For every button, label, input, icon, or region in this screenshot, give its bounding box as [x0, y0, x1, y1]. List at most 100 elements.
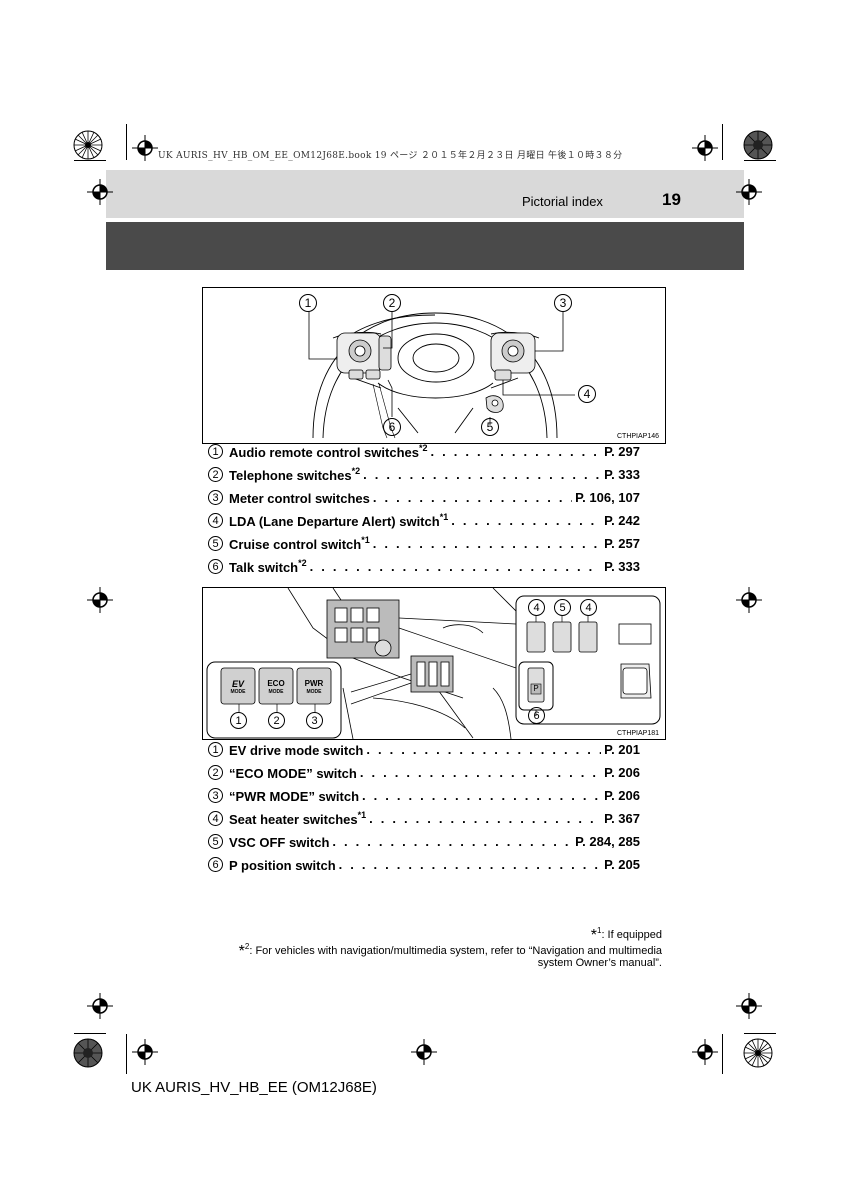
page-reference: P. 206 [604, 765, 640, 780]
dot-leader [362, 788, 601, 803]
print-header: UK AURIS_HV_HB_OM_EE_OM12J68E.book 19 ペー… [158, 151, 623, 161]
callout-6: 6 [528, 707, 545, 724]
registration-mark-icon [736, 587, 762, 613]
crop-line [744, 160, 776, 161]
callout-1: 1 [230, 712, 247, 729]
callout-2: 2 [268, 712, 285, 729]
crop-line [74, 1033, 106, 1034]
figure-code: CTHPIAP181 [617, 730, 660, 737]
dot-leader [373, 536, 601, 551]
index-row: 3 Meter control switches P. 106, 107 [208, 486, 640, 509]
index-row: 6 P position switch P. 205 [208, 853, 640, 876]
index-row: 2 Telephone switches*2 P. 333 [208, 463, 640, 486]
rosette-mark-icon [73, 1038, 103, 1068]
steering-wheel-figure: 1 2 3 4 5 6 CTHPIAP146 [202, 287, 666, 444]
figure-code: CTHPIAP146 [617, 433, 660, 440]
dot-leader [310, 559, 601, 574]
callout-3: 3 [554, 294, 572, 312]
registration-mark-icon [87, 179, 113, 205]
callout-5: 5 [554, 599, 571, 616]
item-number: 2 [208, 765, 223, 780]
item-label: Talk switch*2 [229, 558, 307, 575]
pwr-mode-button: PWR MODE [304, 679, 324, 696]
index-row: 1 Audio remote control switches*2 P. 297 [208, 440, 640, 463]
page-reference: P. 106, 107 [575, 490, 640, 505]
callout-4: 4 [528, 599, 545, 616]
page-reference: P. 333 [604, 559, 640, 574]
footer-code: UK AURIS_HV_HB_EE (OM12J68E) [131, 1079, 377, 1096]
header-band [106, 170, 744, 218]
registration-mark-icon [736, 179, 762, 205]
index-list-2: 1 EV drive mode switch P. 201 2 “ECO MOD… [208, 738, 640, 876]
index-list-1: 1 Audio remote control switches*2 P. 297… [208, 440, 640, 578]
dot-leader [360, 765, 601, 780]
page-section-title: Pictorial index [522, 194, 603, 209]
page-reference: P. 257 [604, 536, 640, 551]
item-number: 5 [208, 536, 223, 551]
item-label: Audio remote control switches*2 [229, 443, 428, 460]
rosette-mark-icon [743, 130, 773, 160]
footnote-2: *2: For vehicles with navigation/multime… [238, 942, 662, 960]
index-row: 6 Talk switch*2 P. 333 [208, 555, 640, 578]
footnote-1: *1: If equipped [590, 926, 662, 944]
ev-mode-button: EV MODE [230, 679, 246, 696]
page-reference: P. 284, 285 [575, 834, 640, 849]
item-label: “ECO MODE” switch [229, 766, 357, 781]
registration-mark-icon [692, 135, 718, 161]
index-row: 4 LDA (Lane Departure Alert) switch*1 P.… [208, 509, 640, 532]
callout-1: 1 [299, 294, 317, 312]
item-number: 4 [208, 513, 223, 528]
item-number: 6 [208, 857, 223, 872]
item-number: 1 [208, 444, 223, 459]
page-reference: P. 201 [604, 742, 640, 757]
item-number: 3 [208, 788, 223, 803]
callout-6: 6 [383, 418, 401, 436]
p-position-switch: P [533, 684, 539, 693]
item-number: 5 [208, 834, 223, 849]
item-number: 3 [208, 490, 223, 505]
eco-mode-button: ECO MODE [267, 679, 285, 696]
item-label: Seat heater switches*1 [229, 810, 367, 827]
item-label: “PWR MODE” switch [229, 789, 360, 804]
index-row: 2 “ECO MODE” switch P. 206 [208, 761, 640, 784]
rosette-mark-icon [743, 1038, 773, 1068]
callout-5: 5 [481, 418, 499, 436]
registration-mark-icon [87, 993, 113, 1019]
section-band [106, 222, 744, 270]
crop-line [74, 160, 106, 161]
registration-mark-icon [736, 993, 762, 1019]
item-label: VSC OFF switch [229, 835, 330, 850]
dot-leader [332, 834, 572, 849]
dot-leader [366, 742, 601, 757]
index-row: 4 Seat heater switches*1 P. 367 [208, 807, 640, 830]
callout-3: 3 [306, 712, 323, 729]
item-number: 6 [208, 559, 223, 574]
registration-mark-icon [132, 1039, 158, 1065]
dot-leader [339, 857, 601, 872]
index-row: 5 Cruise control switch*1 P. 257 [208, 532, 640, 555]
item-label: EV drive mode switch [229, 743, 364, 758]
index-row: 1 EV drive mode switch P. 201 [208, 738, 640, 761]
crop-line [126, 1034, 127, 1074]
rosette-mark-icon [73, 130, 103, 160]
index-row: 5 VSC OFF switch P. 284, 285 [208, 830, 640, 853]
registration-mark-icon [87, 587, 113, 613]
crop-line [744, 1033, 776, 1034]
page-reference: P. 242 [604, 513, 640, 528]
crop-line [722, 124, 723, 160]
dot-leader [369, 811, 601, 826]
page-number: 19 [662, 190, 681, 209]
page-reference: P. 333 [604, 467, 640, 482]
index-row: 3 “PWR MODE” switch P. 206 [208, 784, 640, 807]
item-label: Telephone switches*2 [229, 466, 361, 483]
item-number: 4 [208, 811, 223, 826]
registration-mark-icon [132, 135, 158, 161]
item-label: LDA (Lane Departure Alert) switch*1 [229, 512, 449, 529]
item-label: Meter control switches [229, 491, 370, 506]
crop-line [722, 1034, 723, 1074]
registration-mark-icon [411, 1039, 437, 1065]
page-reference: P. 367 [604, 811, 640, 826]
callout-4: 4 [578, 385, 596, 403]
page-reference: P. 205 [604, 857, 640, 872]
page-reference: P. 206 [604, 788, 640, 803]
